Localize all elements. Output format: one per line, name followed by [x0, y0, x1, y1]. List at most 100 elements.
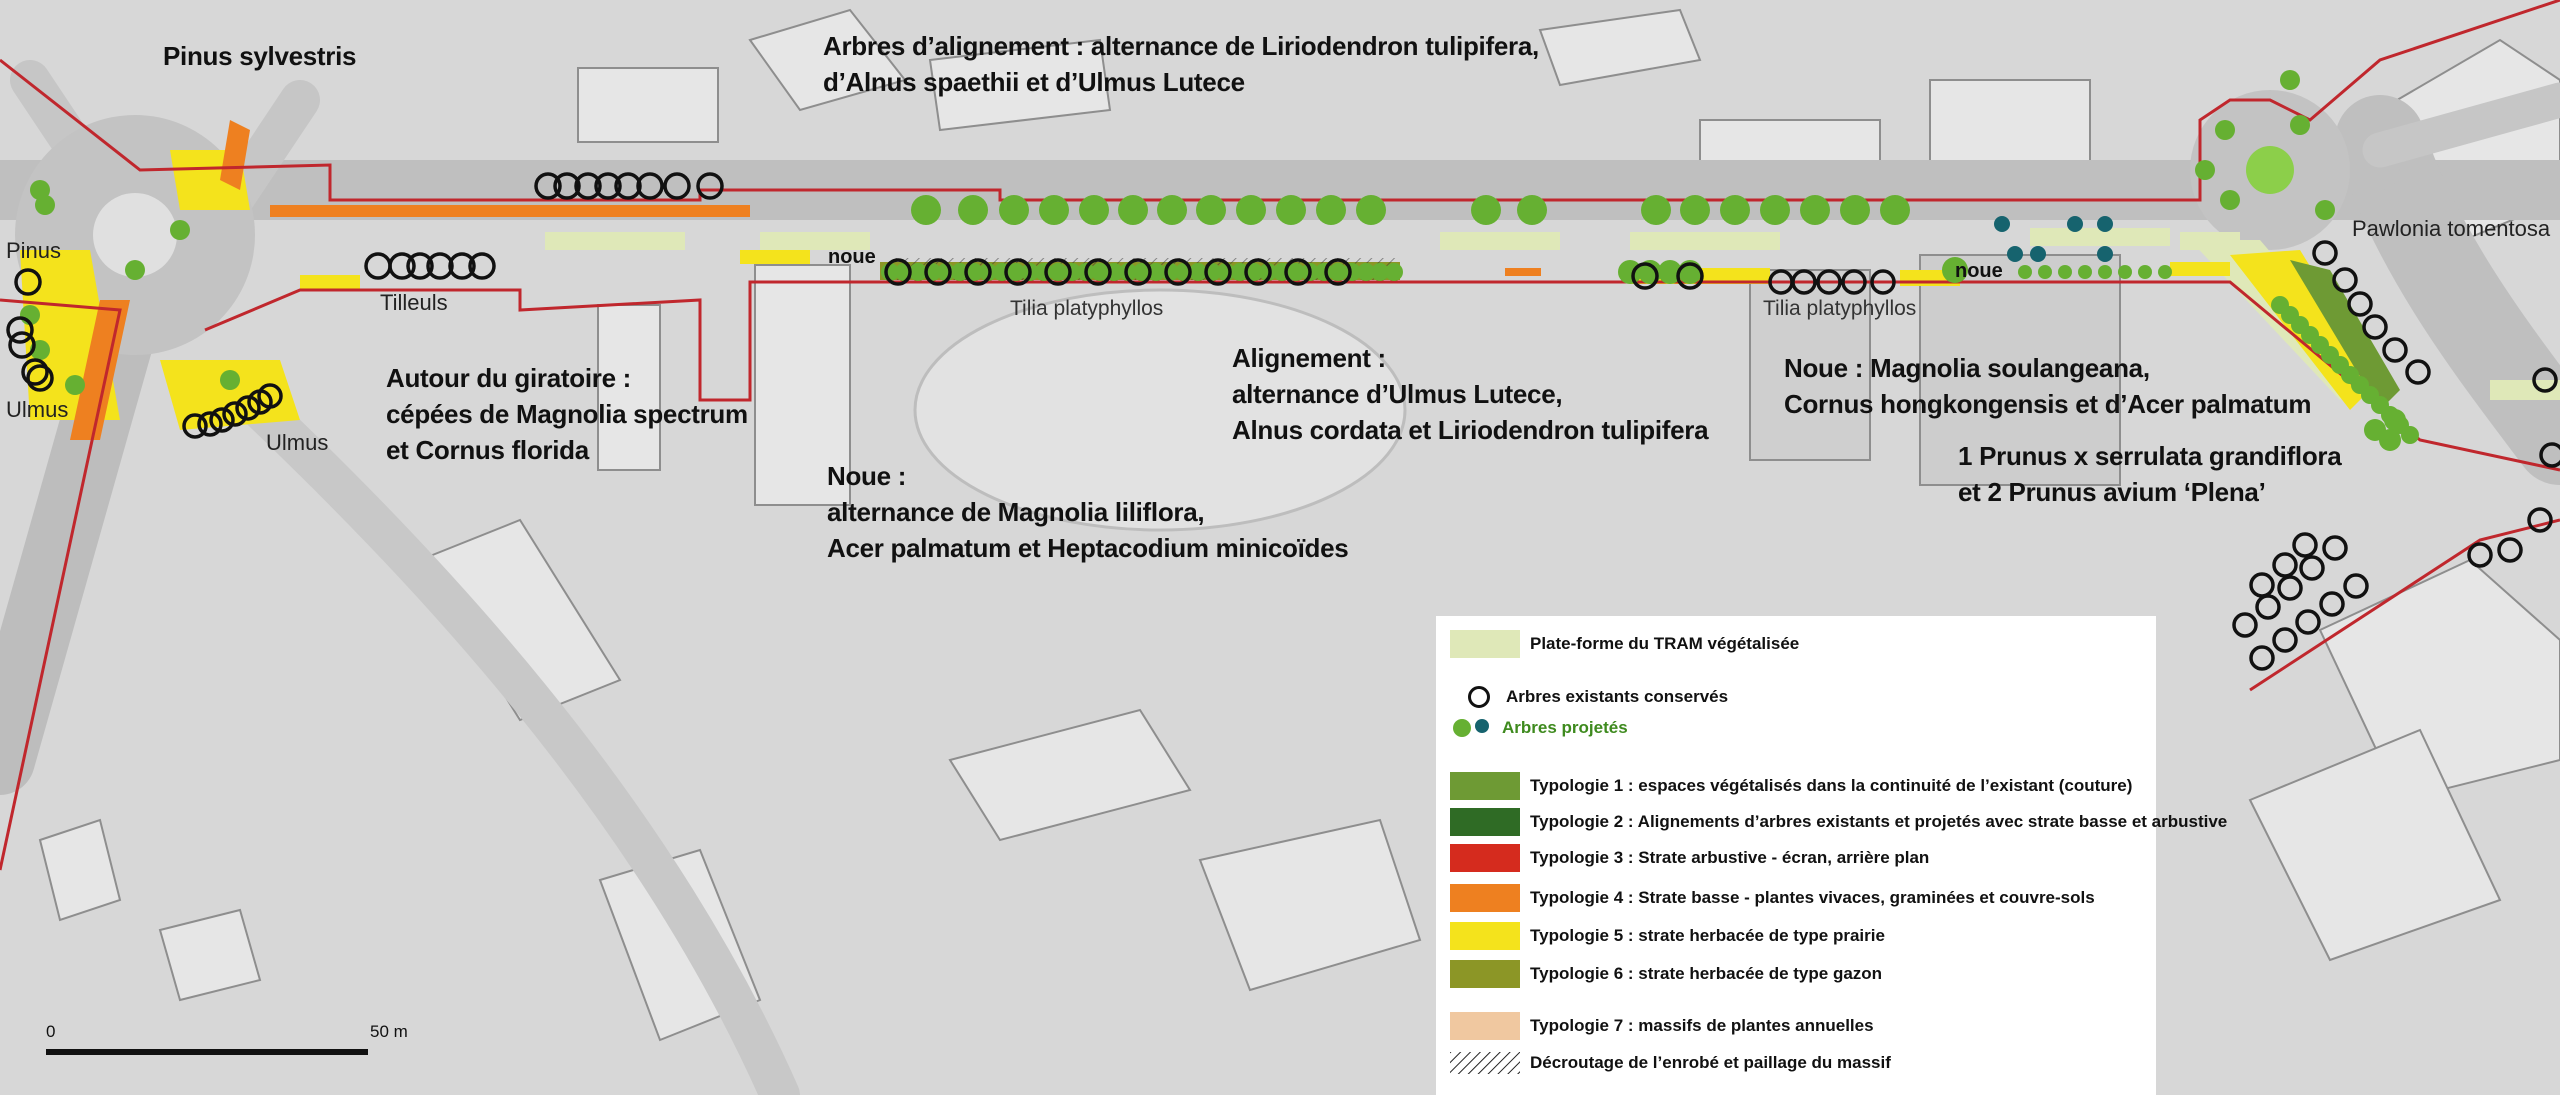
projected-tree-teal — [2030, 246, 2046, 262]
existing-tree — [594, 172, 622, 200]
existing-tree — [388, 252, 416, 280]
legend-swatch-typologie-2 — [1450, 808, 1520, 836]
existing-tree — [1084, 258, 1112, 286]
projected-tree — [1039, 195, 1069, 225]
label-tilia-2: Tilia platyphyllos — [1763, 297, 1917, 320]
existing-tree — [2319, 591, 2345, 617]
projected-tree — [1371, 263, 1389, 281]
existing-tree — [426, 252, 454, 280]
existing-tree — [2347, 291, 2373, 317]
existing-tree — [2382, 337, 2408, 363]
existing-tree — [1124, 258, 1152, 286]
existing-tree — [2332, 267, 2358, 293]
existing-tree — [2272, 552, 2298, 578]
legend-swatch-typologie-5 — [1450, 922, 1520, 950]
projected-tree — [1720, 195, 1750, 225]
existing-tree — [2467, 542, 2493, 568]
label-alignement-2-3: Alnus cordata et Liriodendron tulipifera — [1232, 415, 1709, 445]
projected-tree — [1231, 263, 1249, 281]
label-noue-right-2: Cornus hongkongensis et d’Acer palmatum — [1784, 389, 2312, 419]
projected-tree — [1658, 260, 1682, 284]
legend-row-typologie-7: Typologie 7 : massifs de plantes annuell… — [1450, 1012, 1874, 1040]
legend-row-typologie-1: Typologie 1 : espaces végétalisés dans l… — [1450, 772, 2132, 800]
projected-tree — [2280, 70, 2300, 90]
projected-tree — [2038, 265, 2052, 279]
existing-trees — [6, 172, 2560, 671]
projected-tree — [1840, 195, 1870, 225]
legend-swatch-tram — [1450, 630, 1520, 658]
legend-swatch-typologie-7 — [1450, 1012, 1520, 1040]
existing-tree — [2527, 507, 2553, 533]
existing-tree — [1791, 269, 1817, 295]
existing-tree — [2277, 575, 2303, 601]
label-tilleuls: Tilleuls — [380, 290, 448, 315]
label-prunus-1: 1 Prunus x serrulata grandiflora — [1958, 441, 2342, 471]
label-noue-right-1: Noue : Magnolia soulangeana, — [1784, 353, 2150, 383]
projected-tree — [65, 375, 85, 395]
existing-tree-symbol — [1468, 686, 1490, 708]
label-alignement-title-1: Arbres d’alignement : alternance de Liri… — [823, 31, 1539, 61]
projected-tree — [1259, 263, 1277, 281]
projected-tree — [2098, 265, 2112, 279]
existing-tree — [2539, 442, 2560, 468]
label-noue-small-2: noue — [1955, 260, 2003, 282]
projected-tree — [1118, 195, 1148, 225]
west-roundabout-island — [93, 193, 177, 277]
label-noue-small-1: noue — [828, 246, 876, 268]
projected-tree — [1119, 263, 1137, 281]
existing-tree — [696, 172, 724, 200]
scale-end-label: 50 m — [370, 1022, 408, 1041]
projected-tree-teal — [2007, 246, 2023, 262]
projected-tree — [1641, 195, 1671, 225]
existing-tree — [924, 258, 952, 286]
existing-tree — [1676, 262, 1704, 290]
existing-tree — [6, 316, 34, 344]
label-ulmus-left: Ulmus — [6, 397, 69, 422]
legend-row-decroutage: Décroutage de l’enrobé et paillage du ma… — [1450, 1052, 1891, 1074]
existing-tree — [14, 268, 42, 296]
site-boundary — [0, 0, 2560, 871]
projected-trees — [20, 70, 2419, 451]
label-pawlonia: Pawlonia tomentosa — [2352, 216, 2551, 241]
projected-tree-teal — [2067, 216, 2083, 232]
projected-tree — [1316, 195, 1346, 225]
existing-tree — [2343, 573, 2369, 599]
projected-tree — [1800, 195, 1830, 225]
legend-text-projected: Arbres projetés — [1502, 718, 1628, 737]
label-alignement-2-2: alternance d’Ulmus Lutece, — [1232, 379, 1563, 409]
existing-tree — [448, 252, 476, 280]
existing-tree — [182, 413, 208, 439]
existing-tree — [1870, 269, 1896, 295]
existing-tree — [1841, 269, 1867, 295]
existing-tree — [1816, 269, 1842, 295]
existing-tree — [1164, 258, 1192, 286]
projected-tree — [1079, 195, 1109, 225]
legend-swatch-typologie-4 — [1450, 884, 1520, 912]
projected-tree — [2078, 265, 2092, 279]
legend-row-existing: Arbres existants conservés — [1450, 686, 1728, 708]
existing-tree — [2299, 555, 2325, 581]
existing-tree — [2405, 359, 2431, 385]
existing-tree — [2249, 572, 2275, 598]
label-noue-block-1: Noue : — [827, 461, 907, 491]
label-tilia-1: Tilia platyphyllos — [1010, 297, 1164, 320]
projected-tree — [965, 263, 983, 281]
projected-tree-teal — [1994, 216, 2010, 232]
projected-tree-teal — [2097, 216, 2113, 232]
sports-field — [913, 288, 1407, 532]
projected-tree — [1287, 263, 1305, 281]
existing-tree — [2532, 367, 2558, 393]
legend-text-typologie-2: Typologie 2 : Alignements d’arbres exist… — [1530, 812, 2228, 831]
legend-row-tram: Plate-forme du TRAM végétalisée — [1450, 630, 1799, 658]
label-ulmus-right: Ulmus — [266, 430, 329, 455]
label-noue-block-2: alternance de Magnolia liliflora, — [827, 497, 1205, 527]
east-roundabout-island — [2246, 146, 2294, 194]
existing-tree — [1044, 258, 1072, 286]
label-noue-block-3: Acer palmatum et Heptacodium minicoïdes — [827, 533, 1349, 563]
projected-tree — [2215, 120, 2235, 140]
projected-tree — [1007, 263, 1025, 281]
projected-tree — [1091, 263, 1109, 281]
legend-row-typologie-4: Typologie 4 : Strate basse - plantes viv… — [1450, 884, 2095, 912]
legend-swatch-hatch — [1450, 1052, 1520, 1074]
projected-tree — [2138, 265, 2152, 279]
